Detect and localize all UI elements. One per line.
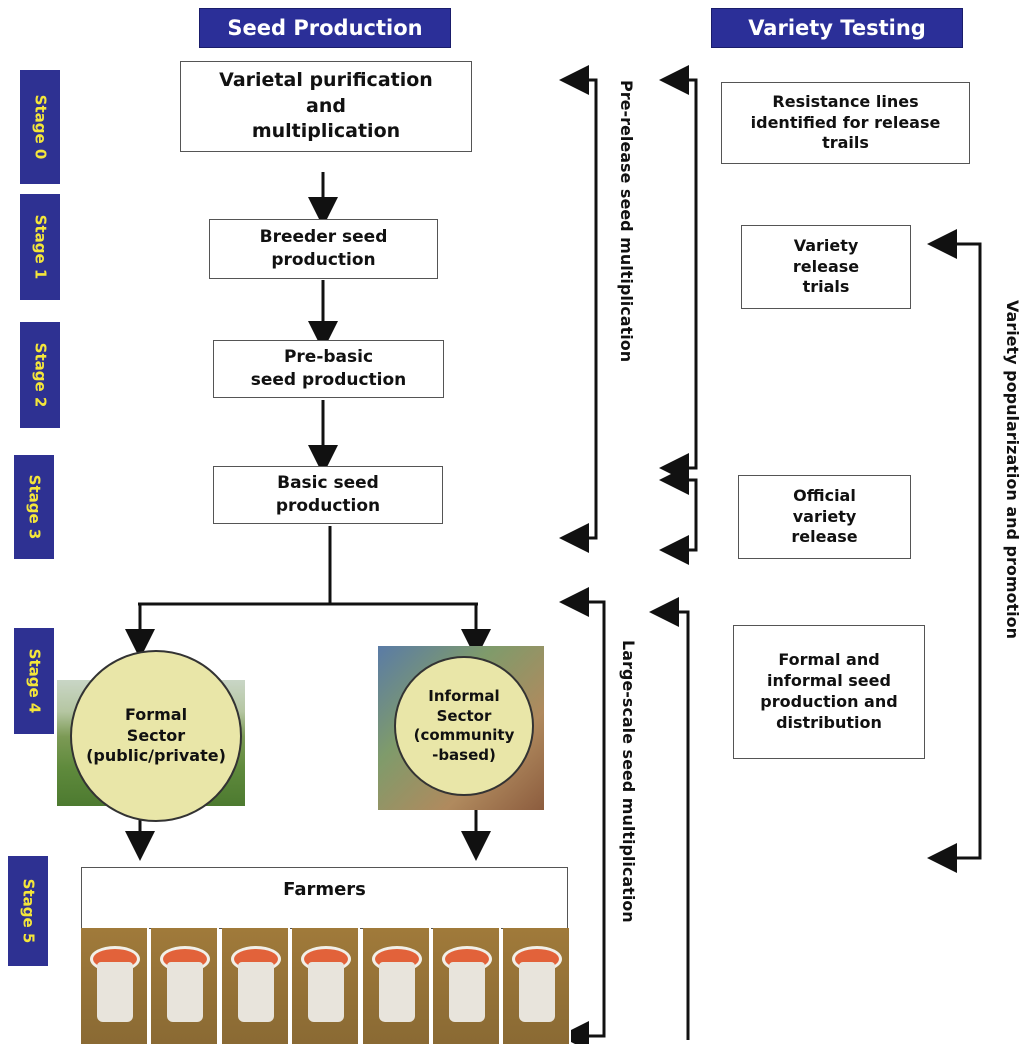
pre-release-label: Pre-release seed multiplication (617, 80, 636, 363)
seed-sack-image (433, 928, 501, 1044)
breeder-seed-box: Breeder seed production (209, 219, 438, 279)
varietal-purification-box: Varietal purification and multiplication (180, 61, 472, 152)
stage-0-tab: Stage 0 (20, 70, 60, 184)
popularization-label: Variety popularization and promotion (1003, 300, 1022, 640)
bracket-pre-release (572, 78, 598, 540)
stage-5-tab: Stage 5 (8, 856, 48, 966)
seed-sack-image (151, 928, 219, 1044)
stage-3-tab: Stage 3 (14, 455, 54, 559)
bracket-large-scale (572, 600, 606, 1038)
header-variety-testing: Variety Testing (711, 8, 963, 48)
seed-sack-image (363, 928, 431, 1044)
formal-informal-distribution-box: Formal and informal seed production and … (733, 625, 925, 759)
bracket-popularization (940, 242, 982, 860)
bracket-testing-top (672, 78, 698, 470)
stage-1-tab: Stage 1 (20, 194, 60, 300)
farmers-box: Farmers (81, 867, 568, 929)
official-variety-release-box: Official variety release (738, 475, 911, 559)
informal-sector-circle: Informal Sector (community -based) (394, 656, 534, 796)
resistance-lines-box: Resistance lines identified for release … (721, 82, 970, 164)
seed-sack-image (222, 928, 290, 1044)
basic-seed-box: Basic seed production (213, 466, 443, 524)
header-seed-production: Seed Production (199, 8, 451, 48)
bracket-testing-bottom (662, 610, 690, 1040)
stage-2-tab: Stage 2 (20, 322, 60, 428)
seed-sack-image (503, 928, 571, 1044)
formal-sector-circle: Formal Sector (public/private) (70, 650, 242, 822)
seed-sack-image (292, 928, 360, 1044)
prebasic-seed-box: Pre-basic seed production (213, 340, 444, 398)
bracket-official (672, 478, 698, 552)
variety-release-trials-box: Variety release trials (741, 225, 911, 309)
seed-sack-image (81, 928, 149, 1044)
stage-4-tab: Stage 4 (14, 628, 54, 734)
large-scale-label: Large-scale seed multiplication (619, 640, 638, 923)
